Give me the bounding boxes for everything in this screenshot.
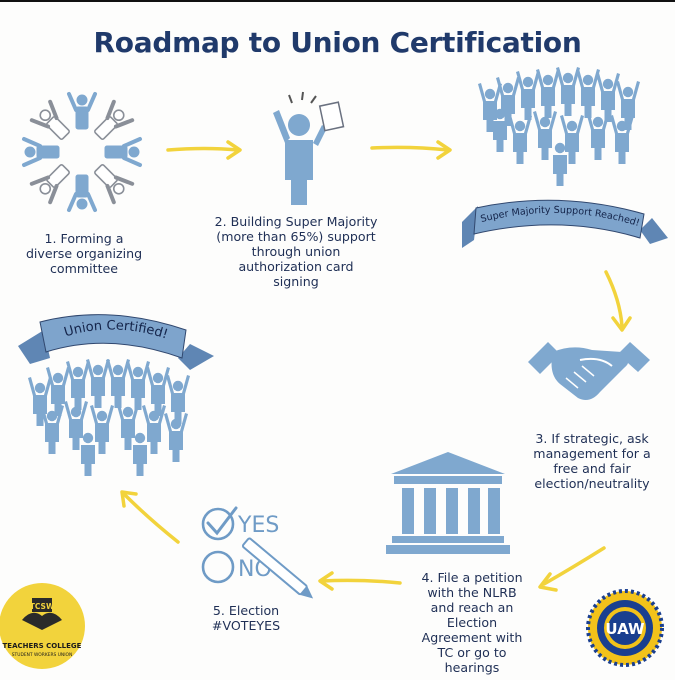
arrow-to-step4 (542, 546, 606, 586)
page-title: Roadmap to Union Certification (93, 26, 582, 59)
arrow-1-to-2 (166, 146, 240, 152)
svg-text:TEACHERS COLLEGE: TEACHERS COLLEGE (3, 642, 82, 650)
checkmark-icon (206, 506, 238, 536)
card-signer-icon (273, 91, 345, 205)
committee-wheel-icon (22, 92, 142, 212)
certified-crowd-icon (28, 359, 190, 476)
svg-text:STUDENT WORKERS UNION: STUDENT WORKERS UNION (12, 652, 72, 658)
svg-text:TCSW: TCSW (30, 602, 55, 611)
tcsw-logo: TCSW TEACHERS COLLEGE STUDENT WORKERS UN… (0, 583, 85, 669)
union-certified-banner: Union Certified! (18, 314, 214, 370)
svg-text:UAW: UAW (605, 620, 645, 638)
step-2-text: 2. Building Super Majority (more than 65… (214, 214, 378, 289)
pen-icon (241, 537, 314, 599)
step-1-text: 1. Forming a diverse organizing committe… (25, 231, 143, 276)
arrow-2-to-crowd (370, 145, 450, 152)
step-5-text: 5. Election #VOTEYES (211, 603, 281, 633)
supporters-crowd-icon (478, 67, 640, 186)
handshake-icon (528, 342, 650, 400)
courthouse-icon (386, 452, 510, 554)
step-4-text: 4. File a petition with the NLRB and rea… (421, 570, 523, 675)
arrow-to-election (320, 578, 402, 585)
ballot-yes: YES (237, 513, 279, 538)
super-majority-banner: Super Majority Support Reached! (462, 199, 668, 248)
arrow-crowd-to-handshake (604, 270, 624, 328)
step-3-text: 3. If strategic, ask management for a fr… (533, 431, 651, 491)
ballot-icon: YES NO (201, 506, 314, 599)
uaw-logo: UAW (586, 589, 664, 667)
arrow-to-certified (122, 492, 180, 544)
